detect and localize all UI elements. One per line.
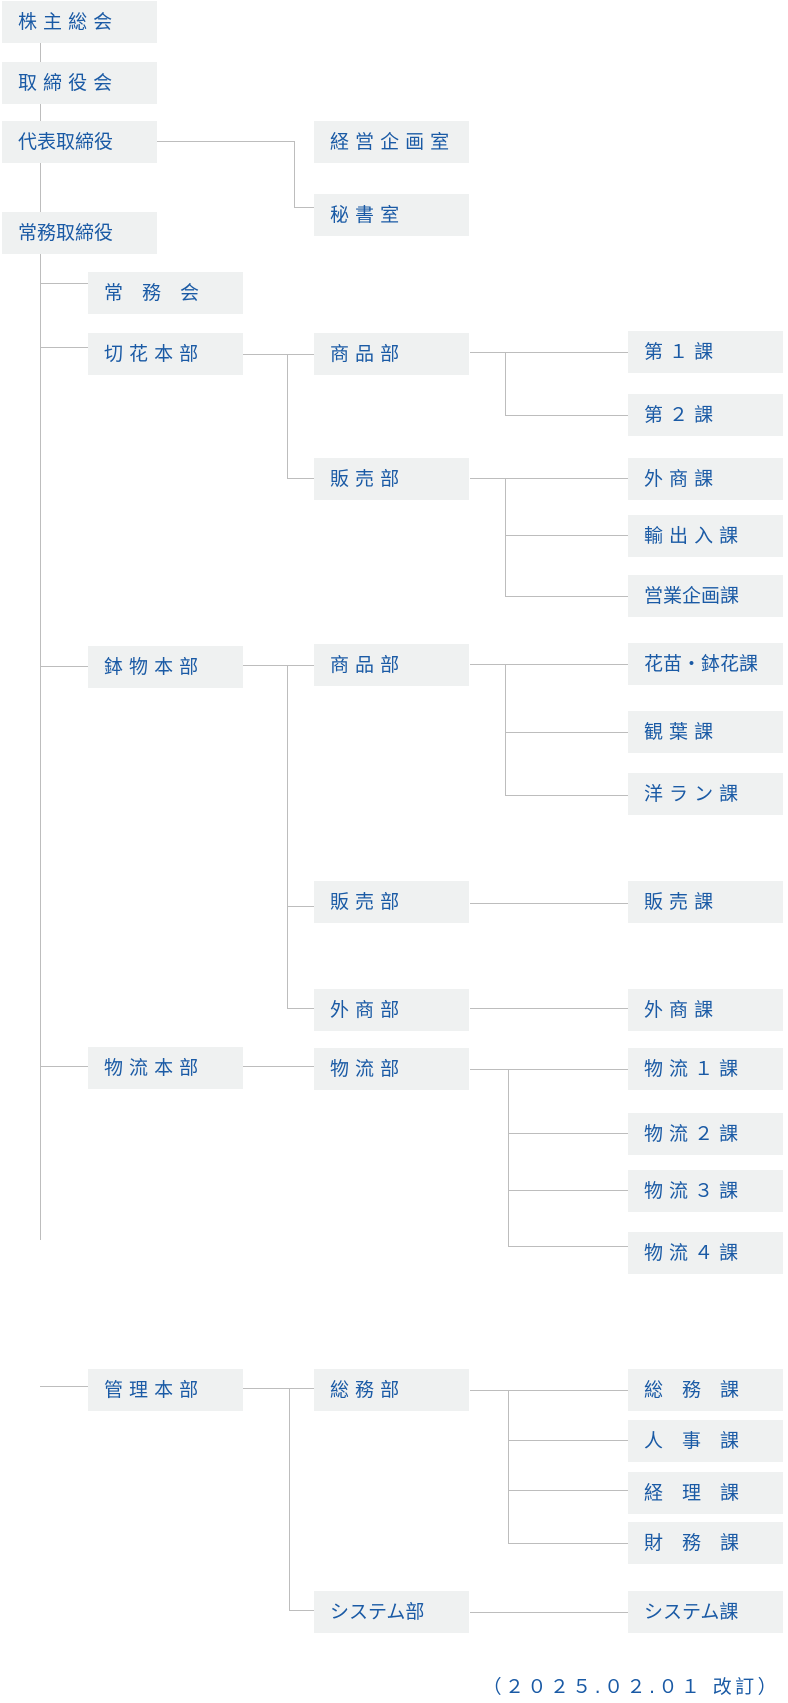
- connector-line: [40, 283, 88, 284]
- connector-line: [505, 795, 628, 796]
- node-management-planning-office: 経 営 企 画 室: [314, 121, 469, 163]
- node-accounting-section: 経 理 課: [628, 1472, 783, 1514]
- connector-line: [508, 1246, 628, 1247]
- connector-line: [508, 1543, 628, 1544]
- connector-line: [243, 665, 314, 666]
- node-system-section: システム課: [628, 1591, 783, 1633]
- node-logistics-section-2: 物 流 ２ 課: [628, 1113, 783, 1155]
- connector-line: [470, 664, 628, 665]
- connector-line: [289, 1610, 314, 1611]
- node-pot-seedling-section: 花苗・鉢花課: [628, 643, 783, 685]
- connector-line: [470, 903, 628, 904]
- connector-line: [470, 1390, 628, 1391]
- connector-line: [470, 1008, 628, 1009]
- node-pot-external-sales-dept: 外 商 部: [314, 989, 469, 1031]
- connector-line: [289, 1388, 290, 1610]
- node-logistics-dept: 物 流 部: [314, 1048, 469, 1090]
- node-pot-sales-dept: 販 売 部: [314, 881, 469, 923]
- node-logistics-hq: 物 流 本 部: [88, 1047, 243, 1089]
- node-cut-flower-hq: 切 花 本 部: [88, 333, 243, 375]
- node-cut-section-1: 第 １ 課: [628, 331, 783, 373]
- node-logistics-section-3: 物 流 ３ 課: [628, 1170, 783, 1212]
- node-pot-sales-section: 販 売 課: [628, 881, 783, 923]
- connector-line: [508, 1440, 628, 1441]
- connector-line: [505, 478, 506, 596]
- node-pot-products-dept: 商 品 部: [314, 644, 469, 686]
- node-shareholders-meeting: 株 主 総 会: [2, 1, 157, 43]
- node-system-dept: システム部: [314, 1591, 469, 1633]
- connector-line: [294, 207, 314, 208]
- connector-line: [508, 1133, 628, 1134]
- revision-date-note: （２０２５.０２.０１ 改訂）: [482, 1676, 780, 1698]
- connector-line: [505, 732, 628, 733]
- node-cut-external-sales-section: 外 商 課: [628, 458, 783, 500]
- connector-line: [508, 1190, 628, 1191]
- connector-line: [243, 1388, 314, 1389]
- node-hr-section: 人 事 課: [628, 1420, 783, 1462]
- connector-line: [40, 1386, 88, 1387]
- connector-line: [505, 664, 506, 795]
- node-pot-external-sales-section: 外 商 課: [628, 989, 783, 1031]
- connector-line: [40, 347, 88, 348]
- node-cut-section-2: 第 ２ 課: [628, 394, 783, 436]
- connector-line: [287, 354, 288, 478]
- connector-line: [505, 535, 628, 536]
- node-potted-plant-hq: 鉢 物 本 部: [88, 646, 243, 688]
- node-board-of-directors: 取 締 役 会: [2, 62, 157, 104]
- node-general-affairs-section: 総 務 課: [628, 1369, 783, 1411]
- node-cut-products-dept: 商 品 部: [314, 333, 469, 375]
- connector-line: [40, 1066, 88, 1067]
- connector-line: [505, 352, 506, 415]
- connector-line: [287, 906, 314, 907]
- node-finance-section: 財 務 課: [628, 1522, 783, 1564]
- connector-line: [287, 665, 288, 1008]
- connector-line: [243, 1066, 314, 1067]
- connector-line: [508, 1069, 509, 1246]
- connector-line: [470, 1612, 628, 1613]
- node-administration-hq: 管 理 本 部: [88, 1369, 243, 1411]
- connector-line: [508, 1390, 509, 1543]
- node-general-affairs-dept: 総 務 部: [314, 1369, 469, 1411]
- node-representative-director: 代表取締役: [2, 121, 157, 163]
- node-cut-import-export-section: 輸 出 入 課: [628, 515, 783, 557]
- node-cut-sales-dept: 販 売 部: [314, 458, 469, 500]
- connector-line: [294, 141, 295, 207]
- connector-line: [505, 415, 628, 416]
- node-managing-director: 常務取締役: [2, 212, 157, 254]
- connector-line: [287, 478, 314, 479]
- node-cut-sales-planning-section: 営業企画課: [628, 575, 783, 617]
- connector-line: [470, 352, 628, 353]
- node-managing-committee: 常 務 会: [88, 272, 243, 314]
- connector-line: [470, 1069, 628, 1070]
- connector-line: [155, 141, 295, 142]
- connector-line: [40, 43, 41, 1240]
- connector-line: [40, 666, 88, 667]
- connector-line: [470, 478, 628, 479]
- node-pot-foliage-section: 観 葉 課: [628, 711, 783, 753]
- node-secretary-office: 秘 書 室: [314, 194, 469, 236]
- connector-line: [243, 354, 314, 355]
- node-pot-orchid-section: 洋 ラ ン 課: [628, 773, 783, 815]
- node-logistics-section-4: 物 流 ４ 課: [628, 1232, 783, 1274]
- connector-line: [508, 1490, 628, 1491]
- node-logistics-section-1: 物 流 １ 課: [628, 1048, 783, 1090]
- connector-line: [287, 1008, 314, 1009]
- connector-line: [505, 596, 628, 597]
